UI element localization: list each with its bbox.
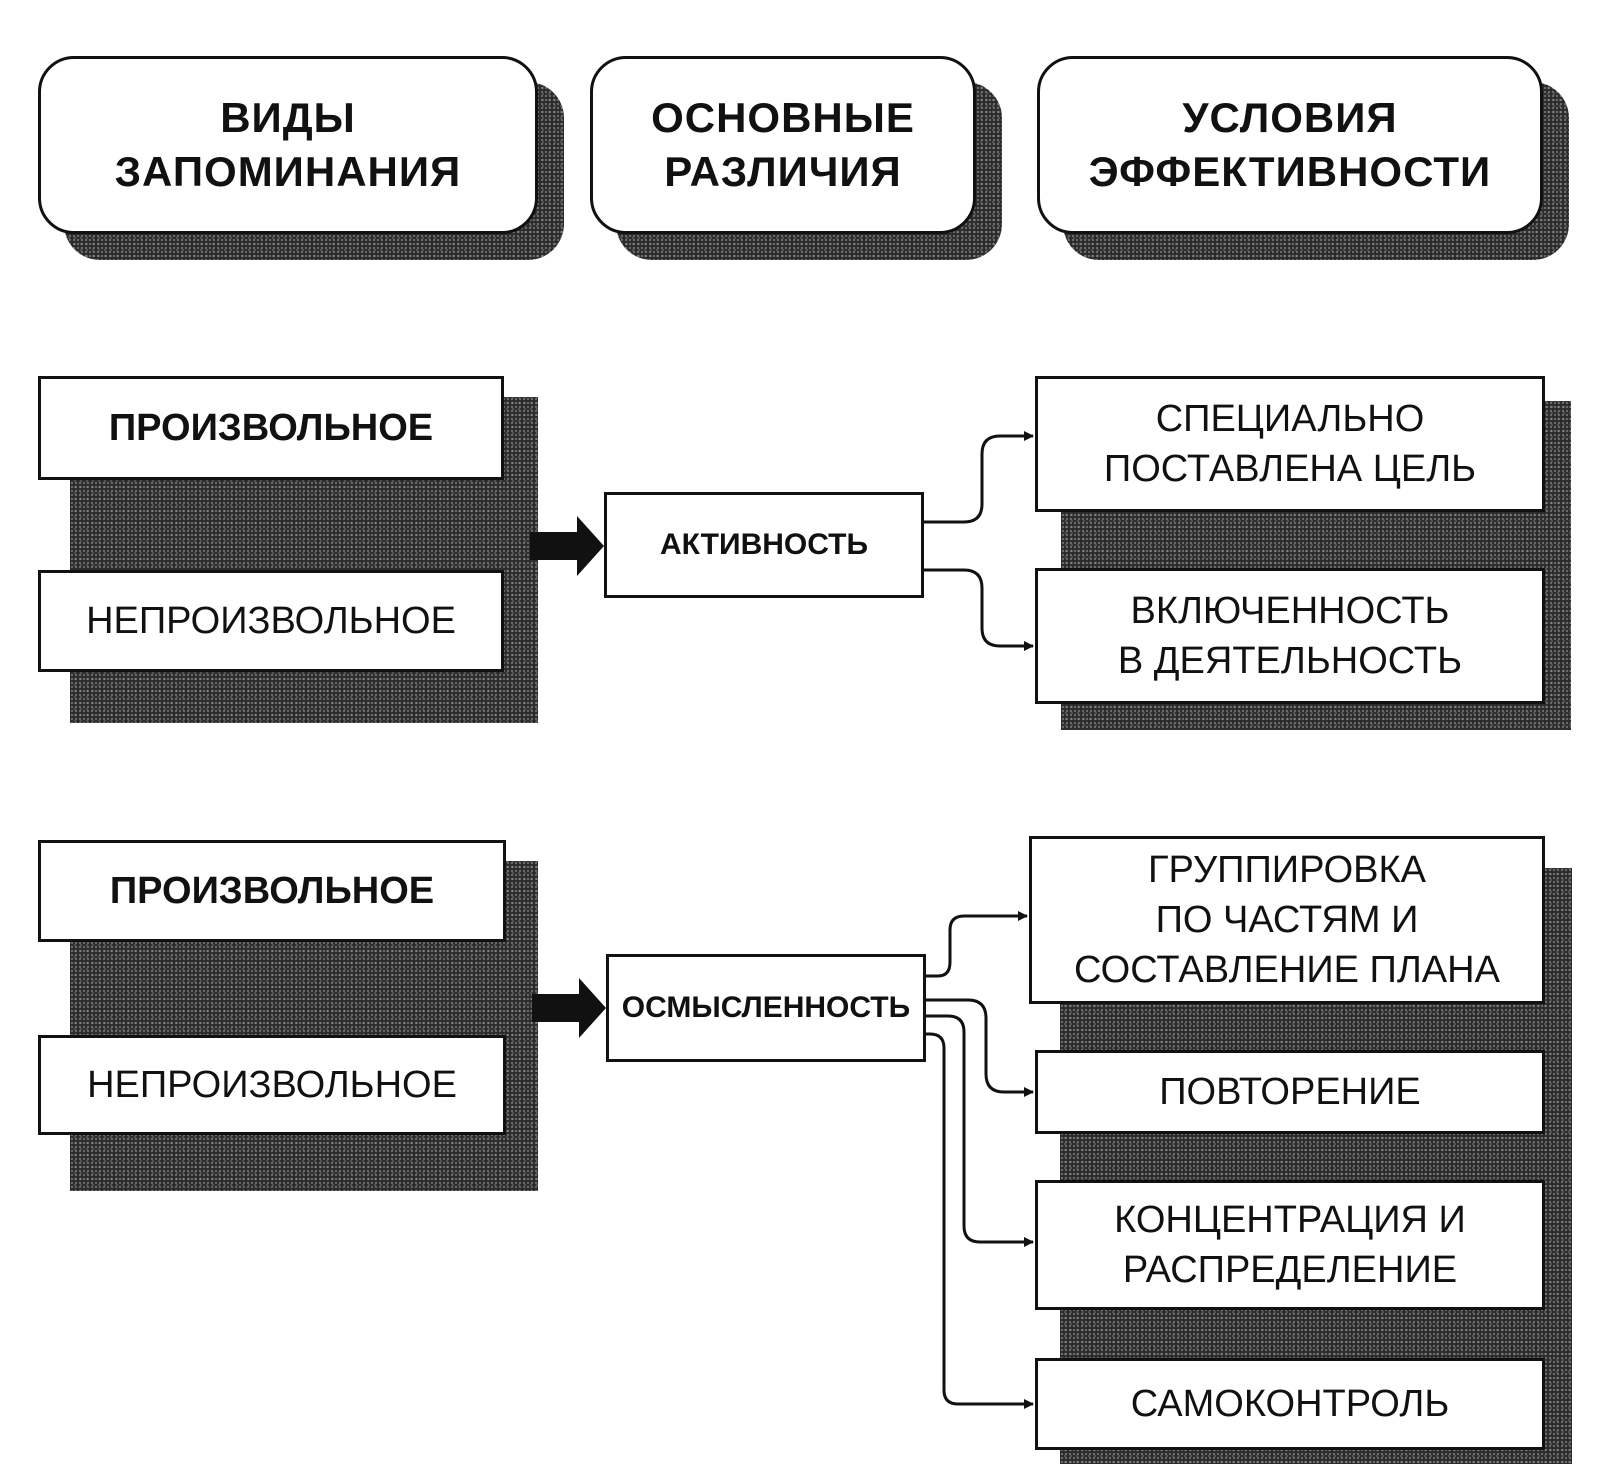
- header-types: ВИДЫ ЗАПОМИНАНИЯ: [38, 56, 538, 234]
- header-conditions: УСЛОВИЯ ЭФФЕКТИВНОСТИ: [1037, 56, 1543, 234]
- group2-connector-selfcontrol: [926, 1032, 1034, 1409]
- group1-involuntary-box: НЕПРОИЗВОЛЬНОЕ: [38, 570, 504, 672]
- group2-connector-grouping: [926, 911, 1028, 978]
- group2-connector-concentration: [926, 1014, 1034, 1247]
- group2-connector-repetition: [926, 998, 1034, 1097]
- group2-condition-concentration-box: КОНЦЕНТРАЦИЯ И РАСПРЕДЕЛЕНИЕ: [1035, 1180, 1545, 1310]
- group2-involuntary-box: НЕПРОИЗВОЛЬНОЕ: [38, 1035, 506, 1135]
- group2-difference-box: ОСМЫСЛЕННОСТЬ: [606, 954, 926, 1062]
- group2-voluntary-box: ПРОИЗВОЛЬНОЕ: [38, 840, 506, 942]
- group2-condition-grouping-box: ГРУППИРОВКА ПО ЧАСТЯМ И СОСТАВЛЕНИЕ ПЛАН…: [1029, 836, 1545, 1004]
- header-differences: ОСНОВНЫЕ РАЗЛИЧИЯ: [590, 56, 976, 234]
- group1-thick-arrow: [530, 516, 604, 576]
- group2-condition-repetition-box: ПОВТОРЕНИЕ: [1035, 1050, 1545, 1134]
- group2-thick-arrow: [532, 978, 606, 1038]
- group2-condition-selfcontrol-box: САМОКОНТРОЛЬ: [1035, 1358, 1545, 1450]
- group1-condition-goal-box: СПЕЦИАЛЬНО ПОСТАВЛЕНА ЦЕЛЬ: [1035, 376, 1545, 512]
- group1-difference-box: АКТИВНОСТЬ: [604, 492, 924, 598]
- group1-voluntary-box: ПРОИЗВОЛЬНОЕ: [38, 376, 504, 480]
- group1-connector-involvement: [924, 568, 1034, 651]
- group1-condition-involvement-box: ВКЛЮЧЕННОСТЬ В ДЕЯТЕЛЬНОСТЬ: [1035, 568, 1545, 704]
- group1-connector-goal: [924, 431, 1034, 524]
